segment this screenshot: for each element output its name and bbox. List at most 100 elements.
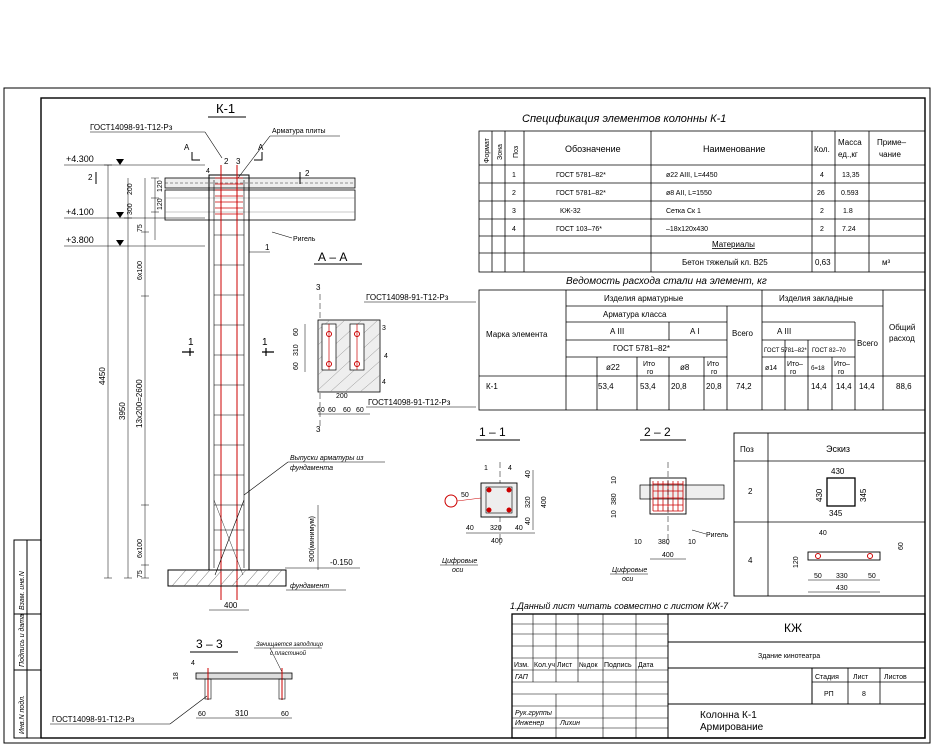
sheet-outer-frame xyxy=(3,87,931,744)
steel-h-rebar: Изделия арматурные xyxy=(604,294,684,303)
section-33-note-1: Зачищается заподлицо xyxy=(256,642,324,648)
steel-h-gost: ГОСТ 5781–82* xyxy=(613,344,670,353)
column-mark-top: ГОСТ14098-91-Т12-Рз xyxy=(90,123,173,132)
steel-h-total: Всего xyxy=(732,329,754,338)
section-aa-dim-bottom-60b: 60 xyxy=(328,407,336,414)
cut-2-left: 2 xyxy=(88,173,93,182)
dim-300: 300 xyxy=(127,203,134,215)
steel-row-d8: 20,8 xyxy=(671,382,687,391)
section-aa-dim-60a: 60 xyxy=(293,328,300,336)
steel-row-itogo2: 20,8 xyxy=(706,382,722,391)
section-aa-pos-4: 4 xyxy=(384,353,388,360)
section-33-note-2: с пластиной xyxy=(270,650,307,657)
section-33-dim-18: 18 xyxy=(173,672,180,680)
steel-h-embed: Изделия закладные xyxy=(779,294,853,303)
section-11-axes-1: Цифровые xyxy=(442,558,477,565)
stamp-drawing-sub: Армирование xyxy=(700,722,764,733)
dim-75-bottom: 75 xyxy=(137,570,144,578)
steel-table: Ведомость расхода стали на элемент, кг xyxy=(478,276,926,411)
spec-h-zone: Зона xyxy=(497,144,504,160)
spec-r3-doc: КЖ-32 xyxy=(560,208,581,215)
stamp-gap: ГАП xyxy=(515,674,529,681)
section-aa-dim-310: 310 xyxy=(293,344,300,356)
spec-h-note-2: чание xyxy=(879,150,902,159)
spec-r4-pos: 4 xyxy=(512,226,516,233)
sketch-dim-430a: 430 xyxy=(831,467,845,476)
steel-h-total-b: Всего xyxy=(857,339,879,348)
elevation-minus-0150: -0.150 xyxy=(330,558,353,567)
section-11-dim-400b: 400 xyxy=(541,496,548,508)
stamp-col-date: Дата xyxy=(638,662,654,669)
spec-r3-pos: 3 xyxy=(512,208,516,215)
spec-r1-name: ø22 AIII, L=4450 xyxy=(666,172,718,179)
pos-4-top-left: 4 xyxy=(206,168,210,175)
section-22-dim-10a: 10 xyxy=(634,539,642,546)
section-22-axes-2: оси xyxy=(622,576,633,583)
section-33-title: 3 – 3 xyxy=(196,637,223,651)
section-11-dim-320a: 320 xyxy=(490,525,502,532)
spec-r4-mass: 7.24 xyxy=(842,226,856,233)
steel-h-itogo-3b: го xyxy=(790,369,796,376)
steel-row-itogo1: 53,4 xyxy=(640,382,656,391)
stamp-sheet-h: Лист xyxy=(853,674,869,681)
column-body xyxy=(208,174,250,571)
steel-h-gost-b: ГОСТ 5781–82* xyxy=(764,348,807,354)
side-stamp: Инв.N подл. Подпись и дата Взам. инв.N xyxy=(13,539,42,739)
stamp-sheets-h: Листов xyxy=(884,674,907,681)
section-22-dim-380a: 380 xyxy=(658,539,670,546)
section-22-dim-10b: 10 xyxy=(688,539,696,546)
steel-h-itogo-4b: го xyxy=(838,369,844,376)
stamp-col-izm: Изм. xyxy=(514,662,529,669)
section-22-dim-10c: 10 xyxy=(611,476,618,484)
section-1-1: 1 – 1 50 1 4 40 320 40 400 40 320 40 400… xyxy=(440,425,548,574)
spec-r2-qty: 26 xyxy=(817,190,825,197)
pos-3-top: 3 xyxy=(236,157,241,166)
section-33-dim-60a: 60 xyxy=(198,711,206,718)
leader-starter-bars-2: фундамента xyxy=(290,464,333,472)
dim-13x200: 13х200=2600 xyxy=(135,379,144,428)
sketch-dim-345a: 345 xyxy=(859,488,868,502)
section-11-title: 1 – 1 xyxy=(479,425,506,439)
leader-beam: Ригель xyxy=(293,236,316,243)
pos-2-top: 2 xyxy=(224,157,229,166)
steel-title: Ведомость расхода стали на элемент, кг xyxy=(566,276,767,287)
spec-r4-qty: 2 xyxy=(820,226,824,233)
sketch-h-pos: Поз xyxy=(740,445,754,454)
section-22-axes-1: Цифровые xyxy=(612,567,647,574)
cut-1-left: 1 xyxy=(188,337,194,348)
spec-concrete-qty: 0,63 xyxy=(815,258,831,267)
section-aa-title: А – А xyxy=(318,250,347,264)
section-11-dim-400a: 400 xyxy=(491,538,503,545)
spec-h-qty: Кол. xyxy=(814,145,830,154)
spec-h-mass-1: Масса xyxy=(838,138,862,147)
side-stamp-inv: Инв.N подл. xyxy=(18,695,26,734)
steel-h-itogo-2b: го xyxy=(711,369,717,376)
spec-concrete-name: Бетон тяжелый кл. B25 xyxy=(682,258,768,267)
section-11-dim-40a: 40 xyxy=(466,525,474,532)
leader-foundation: фундамент xyxy=(290,582,329,590)
steel-row-total: 74,2 xyxy=(736,382,752,391)
steel-row-d22: 53,4 xyxy=(598,382,614,391)
sketch-dim-430c: 430 xyxy=(836,585,848,592)
sketch-h-sketch: Эскиз xyxy=(826,444,850,454)
section-33-mark: ГОСТ14098-91-Т12-Рз xyxy=(52,715,135,724)
steel-h-itogo-3a: Ито– xyxy=(787,361,803,368)
dim-400: 400 xyxy=(224,601,238,610)
steel-h-overall-2: расход xyxy=(889,334,915,343)
dim-120-a: 120 xyxy=(157,180,164,192)
section-11-axes-2: оси xyxy=(452,567,463,574)
spec-r3-qty: 2 xyxy=(820,208,824,215)
sketch-dim-50a: 50 xyxy=(814,573,822,580)
steel-h-d8: ø8 xyxy=(680,363,690,372)
steel-h-a3b: А III xyxy=(777,327,791,336)
stamp-building: Здание кинотеатра xyxy=(758,653,820,660)
spec-r1-pos: 1 xyxy=(512,172,516,179)
dim-3950: 3950 xyxy=(118,402,127,420)
section-22-dim-400: 400 xyxy=(662,552,674,559)
spec-h-mass-2: ед.,кг xyxy=(838,150,858,159)
elevation-4100: +4.100 xyxy=(66,207,94,217)
sketch-dim-120: 120 xyxy=(793,556,800,568)
foundation xyxy=(167,569,287,587)
spec-h-name: Наименование xyxy=(703,144,765,154)
steel-h-itogo-2a: Ито xyxy=(707,361,719,368)
